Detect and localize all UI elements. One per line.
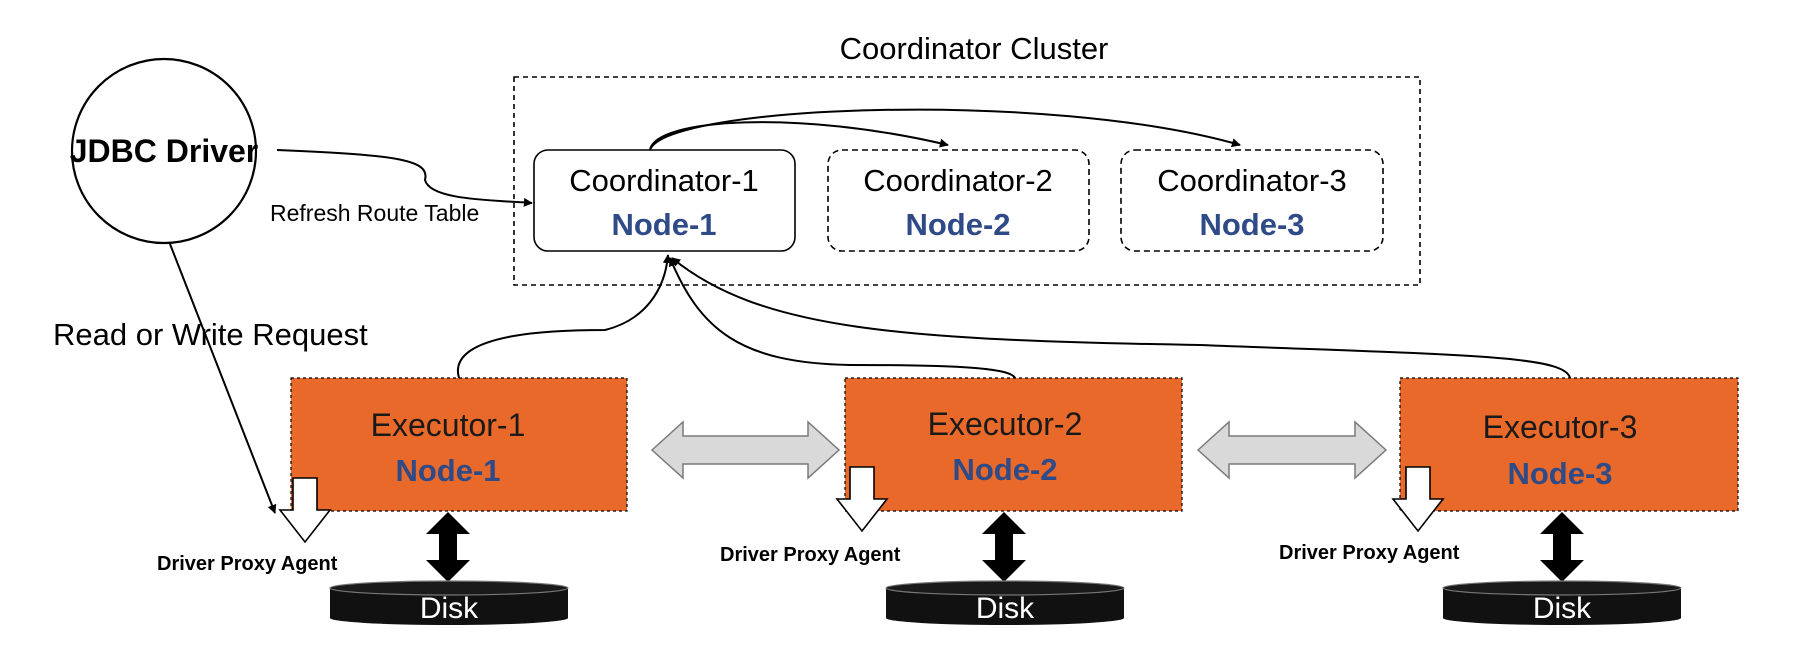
executor1-to-coordinator-connector: [456, 254, 672, 379]
coordinator-2-node: Node-2: [905, 207, 1010, 242]
executor-disk-arrow-1: [426, 512, 470, 582]
proxy-agent-arrow-1: [278, 477, 332, 544]
proxy-agent-label-2: Driver Proxy Agent: [720, 544, 901, 566]
executor-2-name: Executor-2: [928, 406, 1083, 442]
cluster-title: Coordinator Cluster: [840, 31, 1109, 66]
jdbc-driver-node: [70, 57, 258, 245]
executor2-to-coordinator-connector: [668, 257, 1016, 379]
executor-disk-arrow-3: [1540, 512, 1584, 582]
coordinator-box-3: [1120, 149, 1384, 252]
disk-3-top: [1442, 580, 1682, 596]
jdbc-driver-label: JDBC Driver: [70, 133, 259, 169]
coordinator-box-1: [533, 149, 796, 252]
coordinator-3-name: Coordinator-3: [1157, 163, 1347, 198]
proxy-agent-label-3: Driver Proxy Agent: [1279, 542, 1460, 564]
executor-box-1: [290, 377, 628, 512]
disk-1-label: Disk: [420, 592, 479, 625]
disk-2: [886, 589, 1124, 625]
executor-1-node: Node-1: [395, 453, 500, 488]
exchange-arrow-1-2: [650, 420, 841, 480]
executor-3-name: Executor-3: [1483, 409, 1638, 445]
coordinator-1-node: Node-1: [611, 207, 716, 242]
executor-1-name: Executor-1: [371, 407, 526, 443]
executor-box-2: [844, 377, 1183, 512]
coordinator-1-name: Coordinator-1: [569, 163, 759, 198]
disk-3-label: Disk: [1533, 592, 1592, 625]
disk-2-top: [885, 580, 1125, 596]
coord1-to-coord2-connector: [649, 121, 949, 151]
coordinator-cluster-border: [513, 76, 1421, 286]
driver-to-proxy-connector: [169, 243, 277, 514]
executor-disk-arrow-2: [982, 512, 1026, 582]
executor-2-node: Node-2: [952, 452, 1057, 487]
coord1-to-coord3-connector: [649, 108, 1241, 151]
exchange-arrow-2-3: [1196, 420, 1388, 480]
disk-1: [330, 589, 568, 625]
coordinator-3-node: Node-3: [1199, 207, 1304, 242]
coordinator-2-name: Coordinator-2: [863, 163, 1053, 198]
disk-3: [1443, 589, 1681, 625]
proxy-agent-arrow-3: [1391, 466, 1445, 533]
executor-box-3: [1399, 377, 1739, 512]
disk-1-top: [329, 580, 569, 596]
disk-2-label: Disk: [976, 592, 1035, 625]
coordinator-box-2: [827, 149, 1090, 252]
executor3-to-coordinator-connector: [671, 257, 1571, 379]
proxy-agent-label-1: Driver Proxy Agent: [157, 553, 338, 575]
executor-3-node: Node-3: [1507, 456, 1612, 491]
proxy-agent-arrow-2: [835, 466, 889, 533]
driver-to-coordinator-connector: [276, 149, 533, 207]
refresh-route-label: Refresh Route Table: [270, 200, 479, 226]
